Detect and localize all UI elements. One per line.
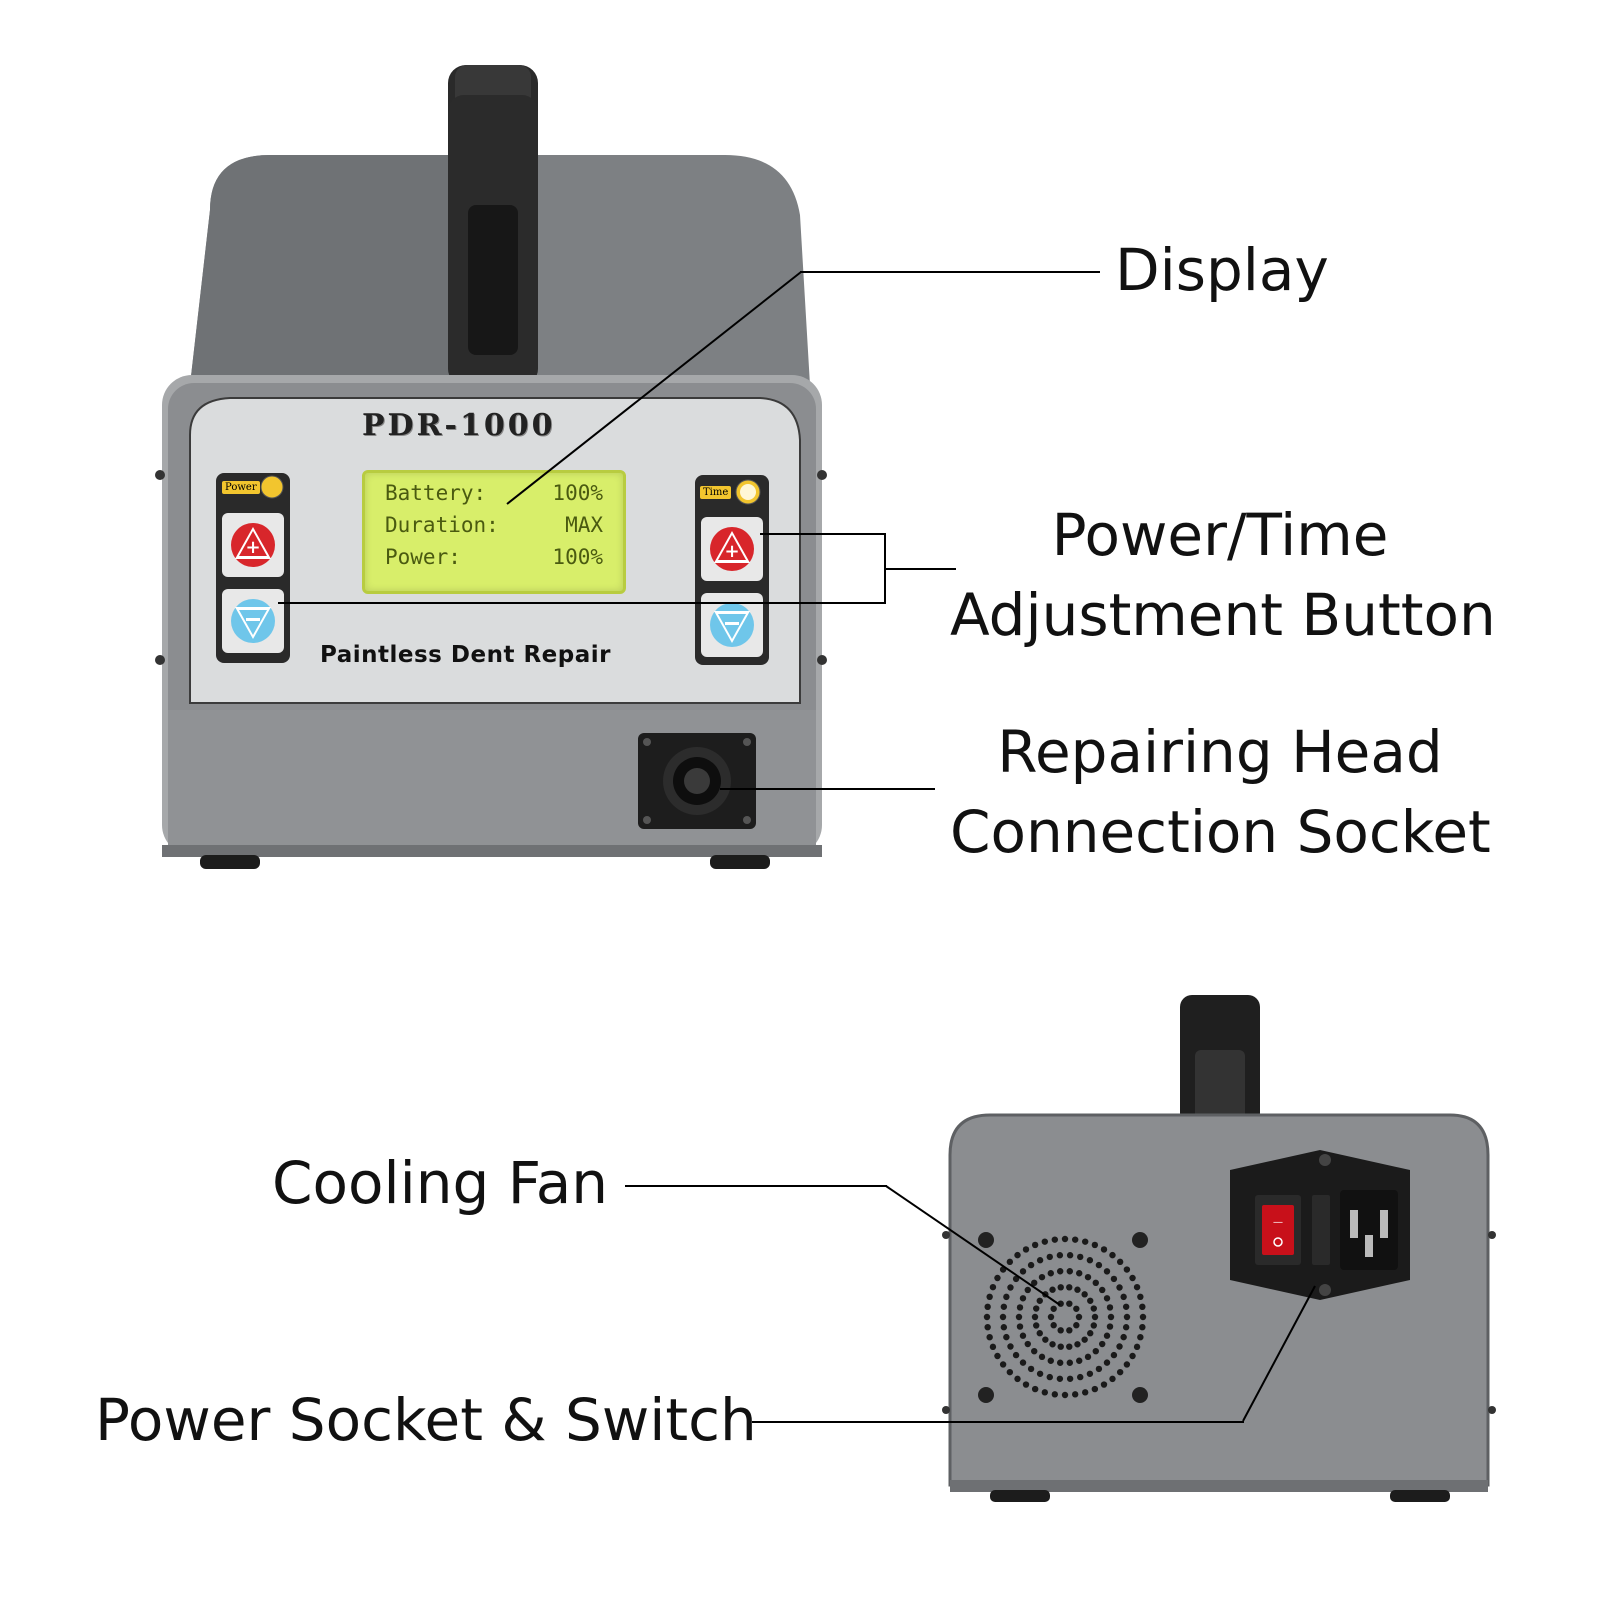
display-leader-horizontal: [800, 271, 1100, 273]
duration-value: MAX: [565, 513, 603, 537]
socket-callout-line1: Repairing Head: [997, 718, 1443, 786]
model-label: PDR-1000: [362, 408, 556, 443]
svg-text:+: +: [724, 541, 739, 562]
battery-value: 100%: [552, 481, 603, 505]
adjust-leader-top: [760, 533, 886, 535]
fan-leader-diagonal: [885, 1185, 1065, 1310]
time-tag: Time: [700, 486, 732, 499]
adjust-callout-line2: Adjustment Button: [950, 581, 1496, 649]
adjust-leader-vertical: [884, 533, 886, 604]
power-value: 100%: [552, 545, 603, 569]
back-unit-illustration: —: [940, 990, 1500, 1510]
adjust-leader-out: [886, 568, 956, 570]
front-unit-illustration: + +: [150, 55, 850, 895]
adjust-callout: Power/Time Adjustment Button: [950, 495, 1496, 655]
socket-leader: [720, 788, 935, 790]
power-label: Power:: [385, 545, 461, 569]
duration-label: Duration:: [385, 513, 499, 537]
fan-leader-horizontal: [625, 1185, 887, 1187]
power-switch-callout: Power Socket & Switch: [95, 1386, 757, 1454]
svg-text:—: —: [1273, 1217, 1283, 1228]
socket-callout: Repairing Head Connection Socket: [950, 712, 1491, 872]
lcd-display: Battery: 100% Duration: MAX Power: 100%: [362, 470, 626, 594]
adjust-callout-line1: Power/Time: [1051, 501, 1389, 569]
battery-label: Battery:: [385, 481, 487, 505]
adjust-leader-bottom: [278, 602, 886, 604]
display-leader-diagonal: [505, 271, 805, 506]
switch-leader-horizontal: [752, 1421, 1244, 1423]
subtitle-label: Paintless Dent Repair: [320, 642, 611, 668]
svg-text:+: +: [245, 537, 260, 558]
power-tag: Power: [222, 481, 260, 494]
display-callout: Display: [1115, 236, 1329, 304]
switch-leader-diagonal: [1242, 1285, 1317, 1423]
socket-callout-line2: Connection Socket: [950, 798, 1491, 866]
cooling-fan-callout: Cooling Fan: [272, 1149, 609, 1217]
